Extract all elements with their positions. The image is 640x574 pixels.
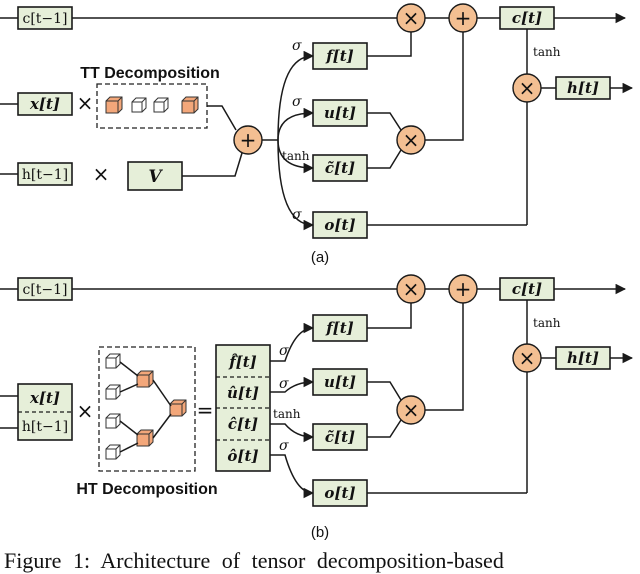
ht-leaf-3 [105, 413, 121, 429]
panel-a: c[t−1] × + c[t] tanh × h[t] f[t] u[t] c̃… [0, 3, 634, 266]
ht-node-upper [136, 370, 154, 388]
svg-text:+: + [455, 277, 472, 301]
svg-text:h[t]: h[t] [567, 79, 599, 97]
svg-text:V: V [148, 167, 163, 187]
ht-leaf-1 [105, 353, 121, 369]
svg-text:σ: σ [292, 38, 302, 54]
svg-text:×: × [403, 6, 420, 30]
svg-text:σ: σ [279, 438, 289, 454]
tt-core-2 [131, 97, 147, 113]
tt-core-1 [105, 96, 123, 114]
c-prev-label-a: c[t−1] [22, 11, 67, 27]
u-hat-label: û[t] [227, 384, 259, 402]
svg-text:u[t]: u[t] [324, 104, 356, 122]
svg-text:o[t]: o[t] [324, 484, 355, 502]
svg-text:×: × [519, 346, 536, 370]
svg-text:u[t]: u[t] [324, 373, 356, 391]
candidate-box-a [312, 154, 368, 182]
x-t-box-a [17, 92, 73, 116]
svg-text:×: × [519, 76, 536, 100]
svg-text:c̃[t]: c̃[t] [325, 428, 355, 446]
tt-core-4 [181, 96, 199, 114]
svg-text:x[t]: x[t] [29, 95, 60, 113]
svg-text:x[t]: x[t] [29, 389, 60, 407]
v-matrix-box [127, 161, 183, 191]
svg-text:×: × [403, 128, 420, 152]
svg-text:+: + [240, 128, 257, 152]
tt-core-3 [153, 97, 169, 113]
svg-text:×: × [77, 91, 94, 115]
svg-text:c[t]: c[t] [512, 280, 542, 298]
c-hat-label: ĉ[t] [228, 415, 258, 433]
svg-text:h[t]: h[t] [567, 349, 599, 367]
svg-text:+: + [455, 6, 472, 30]
svg-text:f[t]: f[t] [325, 47, 354, 65]
svg-text:×: × [403, 398, 420, 422]
panel-a-label: (a) [311, 249, 329, 266]
svg-text:×: × [77, 399, 94, 423]
svg-text:σ: σ [292, 207, 302, 223]
svg-text:o[t]: o[t] [324, 216, 355, 234]
panel-b: c[t−1] × + c[t] tanh × h[t] f[t] u[t] c̃… [0, 274, 634, 541]
ht-leaf-4 [105, 444, 121, 460]
forget-gate-box-a [312, 42, 368, 70]
svg-text:h[t−1]: h[t−1] [22, 167, 68, 183]
svg-text:tanh: tanh [533, 316, 561, 330]
svg-text:c[t−1]: c[t−1] [22, 282, 67, 298]
h-prev-box-a [17, 162, 73, 186]
f-hat-label: f̂[t] [228, 353, 257, 371]
svg-text:=: = [197, 398, 214, 422]
input-gate-box-a [312, 99, 368, 127]
ht-node-lower [136, 429, 154, 447]
svg-text:σ: σ [292, 94, 302, 110]
tanh-label-a-out: tanh [533, 45, 561, 59]
panel-b-label: (b) [311, 524, 329, 541]
ht-decomposition-box [98, 346, 196, 472]
svg-text:tanh: tanh [282, 149, 310, 163]
svg-text:×: × [403, 277, 420, 301]
svg-text:c[t]: c[t] [512, 9, 542, 27]
svg-text:tanh: tanh [273, 407, 301, 421]
svg-text:σ: σ [279, 376, 289, 392]
ht-root [169, 399, 187, 417]
ht-leaf-2 [105, 384, 121, 400]
ht-decomposition-title: HT Decomposition [76, 481, 217, 498]
svg-text:f[t]: f[t] [325, 319, 354, 337]
svg-text:σ: σ [279, 343, 289, 359]
figure-caption: Figure 1: Architecture of tensor decompo… [4, 548, 504, 573]
svg-text:c̃[t]: c̃[t] [325, 159, 355, 177]
tt-decomposition-title: TT Decomposition [80, 65, 220, 82]
o-hat-label: ô[t] [227, 447, 258, 465]
svg-text:h[t−1]: h[t−1] [22, 419, 68, 435]
svg-text:×: × [93, 162, 110, 186]
output-gate-box-a [312, 211, 368, 239]
